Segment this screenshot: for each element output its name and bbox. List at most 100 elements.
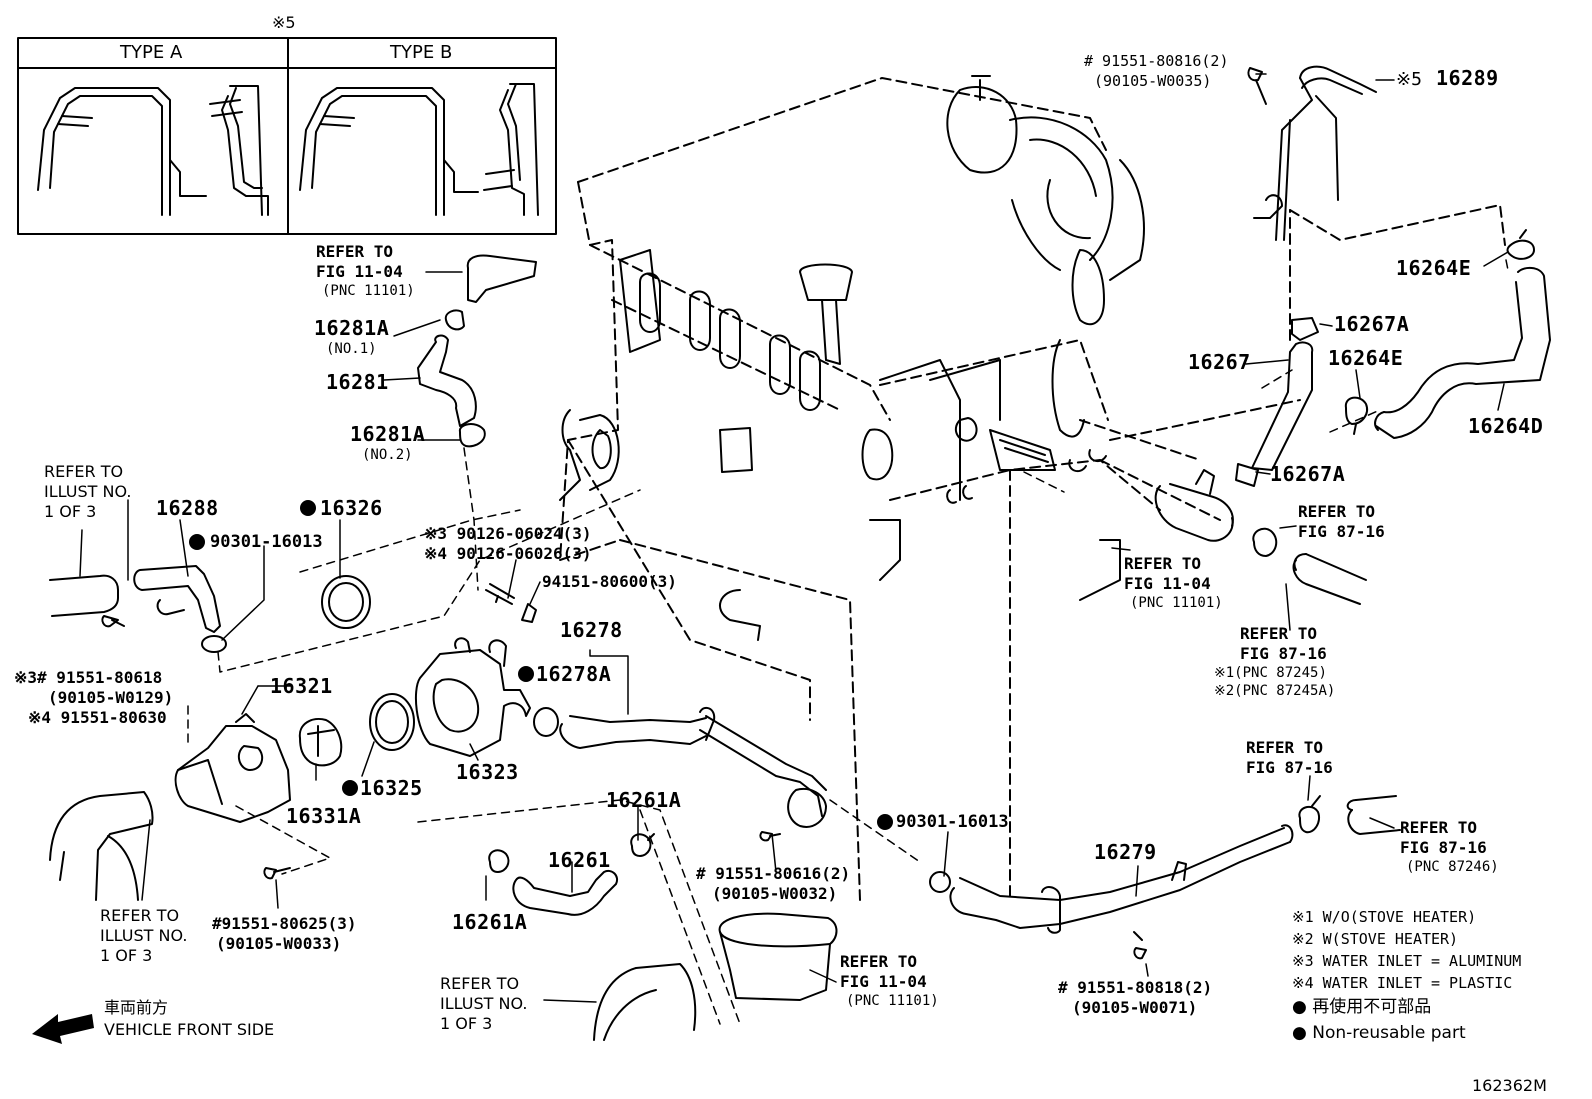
- part-16261-hose: [488, 833, 655, 916]
- label-16281: 16281: [326, 370, 389, 394]
- part-16331a-thermostat: [298, 718, 343, 767]
- part-16288-pipe: [101, 565, 221, 633]
- part-16289-pipe: [1247, 65, 1377, 241]
- type-a-label: TYPE A: [120, 42, 183, 63]
- label-90105-w0071: (90105-W0071): [1072, 998, 1198, 1017]
- label-16331a: 16331A: [286, 804, 362, 828]
- label-90126-06024: ※3 90126-06024(3): [424, 524, 592, 543]
- part-outlet-neck-bottom: [718, 912, 838, 1001]
- refer-illust-bottom: REFER TO ILLUST NO. 1 OF 3: [440, 974, 528, 1033]
- vehicle-front-arrow-icon: [32, 1014, 94, 1044]
- leader-lines: [79, 73, 1509, 1003]
- label-90126-06026: ※4 90126-06026(3): [424, 544, 592, 563]
- refer-fig-87-16-a: REFER TO FIG 87-16: [1298, 502, 1385, 541]
- part-stud-90126: [485, 583, 537, 623]
- refer-illust-left: REFER TO ILLUST NO. 1 OF 3: [44, 462, 132, 521]
- footnote-legend: ※1 W/O(STOVE HEATER) ※2 W(STOVE HEATER) …: [1292, 906, 1521, 1046]
- label-91551-80618: ※3# 91551-80618: [14, 668, 163, 687]
- part-o-ring-90301-a: [201, 635, 227, 653]
- part-o-ring-90301-b: [929, 871, 951, 893]
- footnote-non-reusable-jp: ● 再使用不可部品: [1292, 997, 1432, 1017]
- type-box-note-mark: ※5: [272, 13, 296, 32]
- part-clamp-8716-top: [1252, 527, 1278, 557]
- engine-block-outline: [559, 77, 1506, 901]
- label-16264e-mid: 16264E: [1328, 346, 1404, 370]
- footnote-3: ※3 WATER INLET = ALUMINUM: [1292, 952, 1522, 970]
- footnote-1: ※1 W/O(STOVE HEATER): [1292, 908, 1477, 926]
- label-91551-80816: # 91551-80816(2): [1084, 52, 1229, 70]
- label-16278: 16278: [560, 618, 623, 642]
- label-16261a-left: 16261A: [452, 910, 528, 934]
- part-bolt-91551-80625: [263, 867, 291, 880]
- label-91551-80630: ※4 91551-80630: [28, 708, 167, 727]
- label-16323: 16323: [456, 760, 519, 784]
- dashed-guides: [187, 259, 1509, 1025]
- label-16281a-no2-sub: (NO.2): [362, 447, 413, 463]
- label-16289-mark: ※5: [1396, 69, 1422, 90]
- label-91551-80616: # 91551-80616(2): [696, 864, 851, 883]
- refer-fig-87-16-c: REFER TO FIG 87-16: [1246, 738, 1333, 777]
- footnote-2: ※2 W(STOVE HEATER): [1292, 930, 1459, 948]
- footnote-4: ※4 WATER INLET = PLASTIC: [1292, 974, 1513, 992]
- part-16325-gasket: [369, 693, 415, 751]
- label-16281a-no1: 16281A: [314, 316, 390, 340]
- part-16326-gasket: [321, 575, 371, 629]
- label-16267a-bottom: 16267A: [1270, 462, 1346, 486]
- part-16323-housing: [414, 637, 531, 757]
- label-16261: 16261: [548, 848, 611, 872]
- label-90105-w0035: (90105-W0035): [1094, 72, 1212, 90]
- label-16264d: 16264D: [1468, 414, 1544, 438]
- label-16267: 16267: [1188, 350, 1251, 374]
- part-16278-pipe: [559, 706, 827, 842]
- vehicle-front-jp: 車両前方: [104, 998, 169, 1017]
- part-clamp-8716-bottom: [1298, 795, 1321, 834]
- label-16321: 16321: [270, 674, 333, 698]
- part-16264d-hose: [1374, 266, 1551, 439]
- label-16325: 16325: [360, 776, 423, 800]
- refer-fig-87-16-b: REFER TO FIG 87-16 ※1(PNC 87245) ※2(PNC …: [1214, 624, 1336, 699]
- label-94151-80600: 94151-80600(3): [542, 572, 677, 591]
- part-16264e-clamp-top: [1506, 229, 1535, 260]
- part-16278a-o-ring: [533, 707, 559, 737]
- part-hose-8716-bottom: [1346, 795, 1401, 835]
- part-hose-left: [49, 574, 119, 617]
- label-90105-w0032: (90105-W0032): [712, 884, 838, 903]
- type-inset-box: [17, 37, 557, 235]
- type-b-label: TYPE B: [390, 42, 453, 63]
- label-16281a-no1-sub: (NO.1): [326, 341, 377, 357]
- vehicle-front-en: VEHICLE FRONT SIDE: [104, 1020, 275, 1039]
- label-90105-w0129: (90105-W0129): [48, 688, 174, 707]
- label-16278a: 16278A: [536, 662, 612, 686]
- label-91551-80818: # 91551-80818(2): [1058, 978, 1213, 997]
- footnote-non-reusable-en: ● Non-reusable part: [1292, 1023, 1466, 1043]
- label-16281a-no2: 16281A: [350, 422, 426, 446]
- part-hose-bottom-center: [593, 963, 697, 1041]
- refer-fig-11-04-bottom: REFER TO FIG 11-04 (PNC 11101): [840, 952, 939, 1009]
- refer-fig-11-04-right: REFER TO FIG 11-04 (PNC 11101): [1124, 554, 1223, 611]
- part-16267-hose: [1235, 317, 1319, 487]
- label-16289: 16289: [1436, 66, 1499, 90]
- label-90301-16013-b: 90301-16013: [896, 812, 1009, 832]
- part-16281-hose: [417, 254, 537, 448]
- non-reusable-dots: [189, 500, 893, 830]
- refer-fig-11-04-top: REFER TO FIG 11-04 (PNC 11101): [316, 242, 415, 299]
- label-90301-16013-a: 90301-16013: [210, 532, 323, 552]
- diagram-id: 162362M: [1472, 1076, 1547, 1095]
- label-16267a-top: 16267A: [1334, 312, 1410, 336]
- part-hose-bottom-left: [49, 791, 154, 901]
- label-91551-80625: #91551-80625(3): [212, 914, 357, 933]
- refer-illust-bottom-left: REFER TO ILLUST NO. 1 OF 3: [100, 906, 188, 965]
- refer-fig-87-16-d: REFER TO FIG 87-16 (PNC 87246): [1400, 818, 1499, 875]
- part-16264e-clamp-mid: [1344, 396, 1368, 435]
- part-hose-8716-right: [1292, 553, 1367, 605]
- label-16288: 16288: [156, 496, 219, 520]
- label-16326: 16326: [320, 496, 383, 520]
- part-outlet-neck-right: [1154, 469, 1234, 542]
- label-16264e-top: 16264E: [1396, 256, 1472, 280]
- engine-block-detail: [559, 75, 1145, 641]
- label-16261a-right: 16261A: [606, 788, 682, 812]
- part-16279-pipe: [949, 824, 1294, 960]
- label-16279: 16279: [1094, 840, 1157, 864]
- part-16321-inlet-housing: [174, 713, 291, 823]
